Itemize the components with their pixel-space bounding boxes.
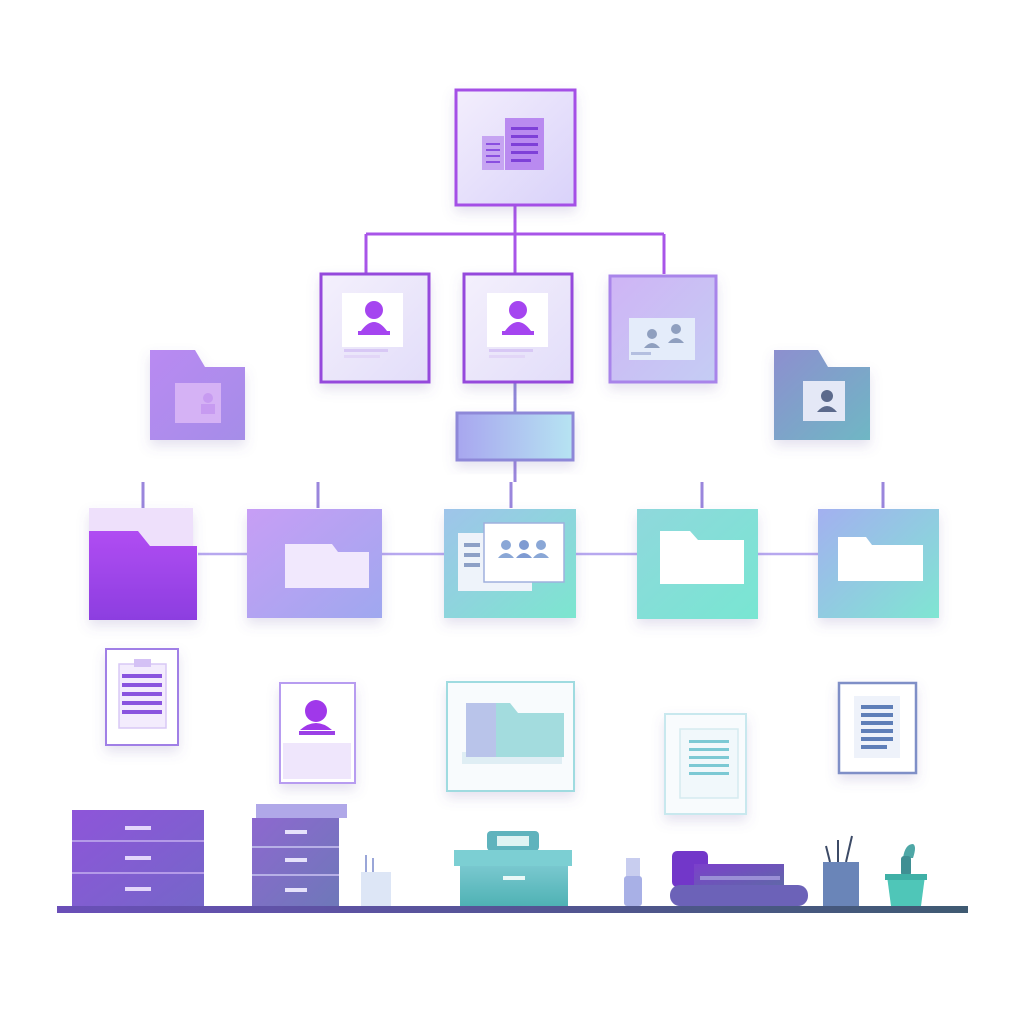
open-folder-icon [89,508,197,620]
level3-node[interactable] [279,682,356,784]
document-icon [854,696,900,758]
bottle-icon [624,858,642,906]
folder-icon [838,537,923,581]
root-to-level1-connector [364,206,666,274]
archive-box-icon [454,831,572,906]
level1-node[interactable] [319,272,431,384]
document-icon [679,728,739,799]
clipboard-document-icon [118,659,167,729]
connector-lines [141,206,885,747]
level2-node[interactable] [637,509,758,619]
team-document-icon [458,522,565,591]
level1-node[interactable] [608,274,718,384]
user-card-icon [283,700,351,779]
document-stack-icon [482,118,544,170]
user-profile-icon [487,293,548,358]
desk-shelf [57,906,968,913]
level2-node[interactable] [89,508,197,620]
user-profile-icon [342,293,403,358]
user-folder-icon [175,383,221,423]
pencil-cup-icon [823,835,859,906]
plant-pot-icon [885,844,927,906]
pencil-cup-icon [361,855,391,906]
level3-node[interactable] [105,648,179,746]
level2-node[interactable] [444,509,576,618]
printer-icon [670,851,808,906]
level1-node[interactable] [462,272,574,384]
level3-node[interactable] [664,713,747,815]
root-node[interactable] [454,88,577,207]
folder-icon [285,544,369,588]
user-group-icon [629,318,695,360]
folder-icon [462,703,564,764]
level3-node[interactable] [837,681,918,775]
office-scene [57,804,968,913]
folder-icon [660,531,744,584]
filing-cabinet-icon [72,810,204,906]
side-folder-left[interactable] [150,350,245,440]
user-folder-icon [803,381,845,421]
filing-cabinet-icon [252,804,347,906]
side-folder-right[interactable] [774,350,870,440]
level2-node[interactable] [247,509,382,618]
hub-to-level2-drops [141,460,885,508]
level2-node[interactable] [818,509,939,618]
level3-node[interactable] [446,681,575,792]
hub-node[interactable] [455,411,575,462]
